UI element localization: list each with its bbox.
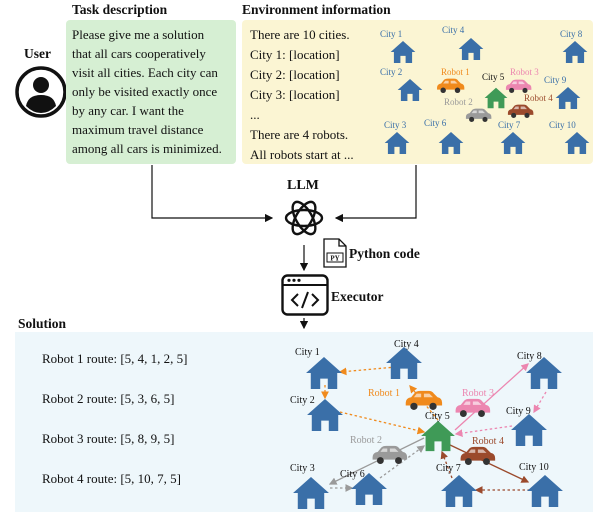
py-tag: PY [330, 255, 339, 263]
environment-box: There are 10 cities. City 1: [location] … [242, 20, 593, 164]
env-city-label: City 2 [380, 67, 402, 77]
env-city-label: City 8 [560, 29, 583, 39]
city-label: City 2 [290, 395, 315, 406]
executor-label: Executor [331, 289, 384, 304]
house-icon [527, 474, 563, 508]
depot-house-icon [421, 420, 455, 452]
robot-route-text: Robot 3 route: [5, 8, 9, 5] [42, 431, 175, 446]
solution-box [15, 332, 593, 512]
env-city-label: City 5 [482, 72, 505, 82]
python-code-label: Python code [349, 246, 420, 261]
robot-1-car-icon [405, 390, 443, 410]
pipeline-connectors [151, 165, 417, 330]
robot-label: Robot 1 [368, 388, 400, 399]
env-line: City 3: [location] [250, 87, 340, 102]
task-description-title: Task description [72, 2, 168, 17]
env-line: All robots start at ... [250, 147, 354, 162]
llm-logo-icon [284, 200, 324, 236]
task-line: visit all cities. Each city can [72, 65, 218, 80]
python-file-icon: PY [323, 238, 347, 268]
city-label: City 4 [394, 339, 419, 350]
house-icon [511, 413, 547, 447]
robot-label: Robot 4 [472, 436, 504, 447]
city-label: City 3 [290, 463, 315, 474]
llm-label: LLM [287, 178, 319, 193]
city-label: City 8 [517, 351, 542, 362]
user-icon [15, 66, 67, 118]
task-line: Please give me a solution [72, 27, 205, 42]
env-city-label: City 6 [424, 118, 447, 128]
house-icon [293, 476, 329, 510]
city-label: City 5 [425, 411, 450, 422]
env-city-label: City 7 [498, 120, 521, 130]
env-city-label: City 9 [544, 75, 567, 85]
robot-route-text: Robot 1 route: [5, 4, 1, 2, 5] [42, 351, 188, 366]
env-robot-label: Robot 4 [524, 93, 553, 103]
env-city-label: City 3 [384, 120, 407, 130]
env-city-label: City 1 [380, 29, 402, 39]
task-line: only be visited exactly once [72, 84, 218, 99]
env-line: City 1: [location] [250, 47, 340, 62]
task-line: maximum travel distance [72, 122, 204, 137]
city-label: City 9 [506, 406, 531, 417]
user-label: User [24, 46, 51, 61]
city-label: City 1 [295, 347, 320, 358]
task-line: among all cars is minimized. [72, 141, 222, 156]
environment-map: City 1 City 4 City 8 City 2 City 9 City … [380, 25, 590, 155]
env-robot-label: Robot 2 [444, 97, 473, 107]
env-city-label: City 10 [549, 120, 576, 130]
house-icon [441, 474, 477, 508]
solution-title: Solution [18, 316, 67, 331]
env-line: City 2: [location] [250, 67, 340, 82]
house-icon [306, 356, 342, 390]
env-line: There are 10 cities. [250, 27, 350, 42]
executor-icon [281, 274, 329, 316]
city-label: City 7 [436, 463, 461, 474]
env-robot-label: Robot 1 [441, 67, 470, 77]
robot-label: Robot 3 [462, 388, 494, 399]
robot-route-text: Robot 2 route: [5, 3, 6, 5] [42, 391, 175, 406]
robot-route-text: Robot 4 route: [5, 10, 7, 5] [42, 471, 182, 486]
environment-text: There are 10 cities. City 1: [location] … [250, 25, 354, 165]
task-line: by any car. I want the [72, 103, 184, 118]
city-label: City 10 [519, 462, 549, 473]
task-line: that all cars cooperatively [72, 46, 206, 61]
task-description-box: Please give me a solution that all cars … [66, 20, 236, 164]
env-robot-label: Robot 3 [510, 67, 539, 77]
environment-information-title: Environment information [242, 2, 391, 17]
house-icon [386, 346, 422, 380]
robot-4-car-icon [460, 446, 496, 465]
env-city-label: City 4 [442, 25, 465, 35]
env-line: ... [250, 107, 260, 122]
city-label: City 6 [340, 469, 365, 480]
robot-label: Robot 2 [350, 435, 382, 446]
env-line: There are 4 robots. [250, 127, 349, 142]
